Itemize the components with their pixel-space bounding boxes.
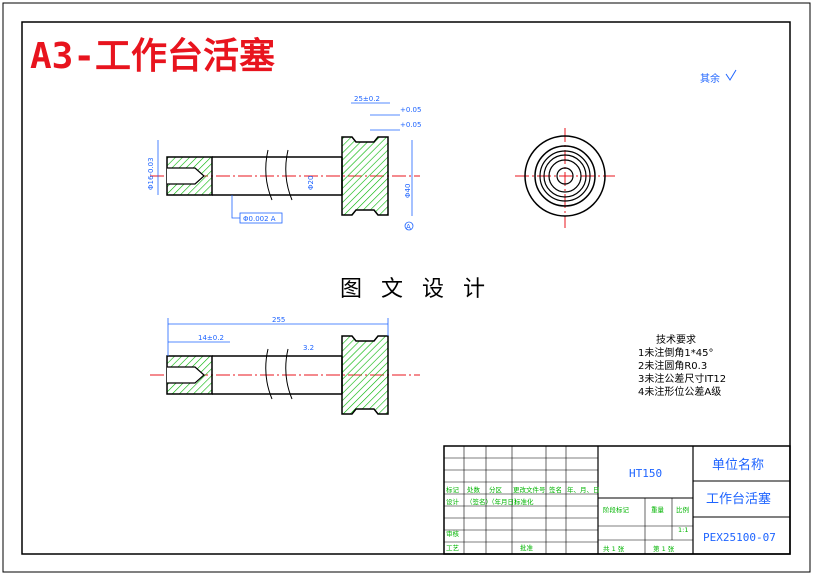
bottom-shaft-view: 255 14±0.2 3.2 — [150, 316, 420, 415]
tech-item-2: 2未注圆角R0.3 — [638, 359, 707, 372]
side-view — [515, 128, 615, 228]
tb-approve: 批准 — [520, 543, 534, 552]
tb-weight: 重量 — [651, 506, 665, 514]
dim-tol-b: +0.05 — [400, 121, 421, 129]
tb-hdr-date: 年、月、日 — [567, 485, 600, 494]
tb-sheet-no: 第 1 张 — [653, 544, 675, 553]
corner-note: 其余 — [700, 72, 720, 85]
tech-item-3: 3未注公差尺寸IT12 — [638, 372, 726, 385]
tb-sheets-total: 共 1 张 — [603, 544, 625, 553]
dim-bottom-length: 14±0.2 — [198, 334, 224, 342]
dim-tol-a: +0.05 — [400, 106, 421, 114]
top-shaft-view: Φ16-0.03 Φ20 25±0.2 +0.05 +0.05 Φ40 A Φ0… — [147, 95, 421, 231]
page-title: A3-工作台活塞 — [30, 36, 275, 77]
datum-label: A — [406, 223, 411, 231]
dim-top-length: 25±0.2 — [354, 95, 380, 103]
tb-scale-label: 比例 — [676, 505, 689, 514]
tb-hdr-sign: 签名 — [549, 485, 562, 494]
tech-requirements: 技术要求 1未注倒角1*45° 2未注圆角R0.3 3未注公差尺寸IT12 4未… — [638, 333, 726, 398]
roughness-symbol — [725, 69, 737, 81]
tb-stage-mark: 阶段标记 — [603, 505, 630, 514]
center-caption: 图 文 设 计 — [340, 277, 491, 302]
tb-design-sign: （签名） — [466, 497, 492, 506]
tb-standard: 标准化 — [514, 497, 534, 506]
dim-roughness: 3.2 — [303, 344, 314, 352]
dim-dia-mid: Φ20 — [307, 176, 315, 190]
tb-scale: 1:1 — [678, 526, 688, 534]
dim-dia-right: Φ40 — [404, 184, 412, 198]
tb-design-date: （年月日） — [488, 497, 521, 506]
tech-item-4: 4未注形位公差A级 — [638, 385, 721, 398]
tb-hdr-mark: 标记 — [446, 485, 460, 494]
drawing-number: PEX25100-07 — [703, 531, 776, 544]
tb-review: 审核 — [446, 529, 460, 538]
tb-hdr-count: 处数 — [467, 485, 481, 494]
dim-dia-left: Φ16-0.03 — [147, 157, 155, 190]
gdt-frame: Φ0.002 A — [243, 215, 276, 223]
tb-process: 工艺 — [446, 544, 460, 552]
dim-total-length: 255 — [272, 316, 285, 324]
inner-border — [21, 21, 791, 555]
material: HT150 — [629, 467, 662, 480]
tech-item-1: 1未注倒角1*45° — [638, 346, 713, 359]
title-block — [443, 445, 791, 555]
unit-name: 单位名称 — [712, 457, 764, 473]
tb-hdr-doc: 更改文件号 — [513, 485, 546, 494]
part-name: 工作台活塞 — [706, 491, 771, 507]
tb-design: 设计 — [446, 497, 460, 506]
tb-hdr-zone: 分区 — [489, 485, 503, 494]
tech-heading: 技术要求 — [656, 333, 696, 346]
